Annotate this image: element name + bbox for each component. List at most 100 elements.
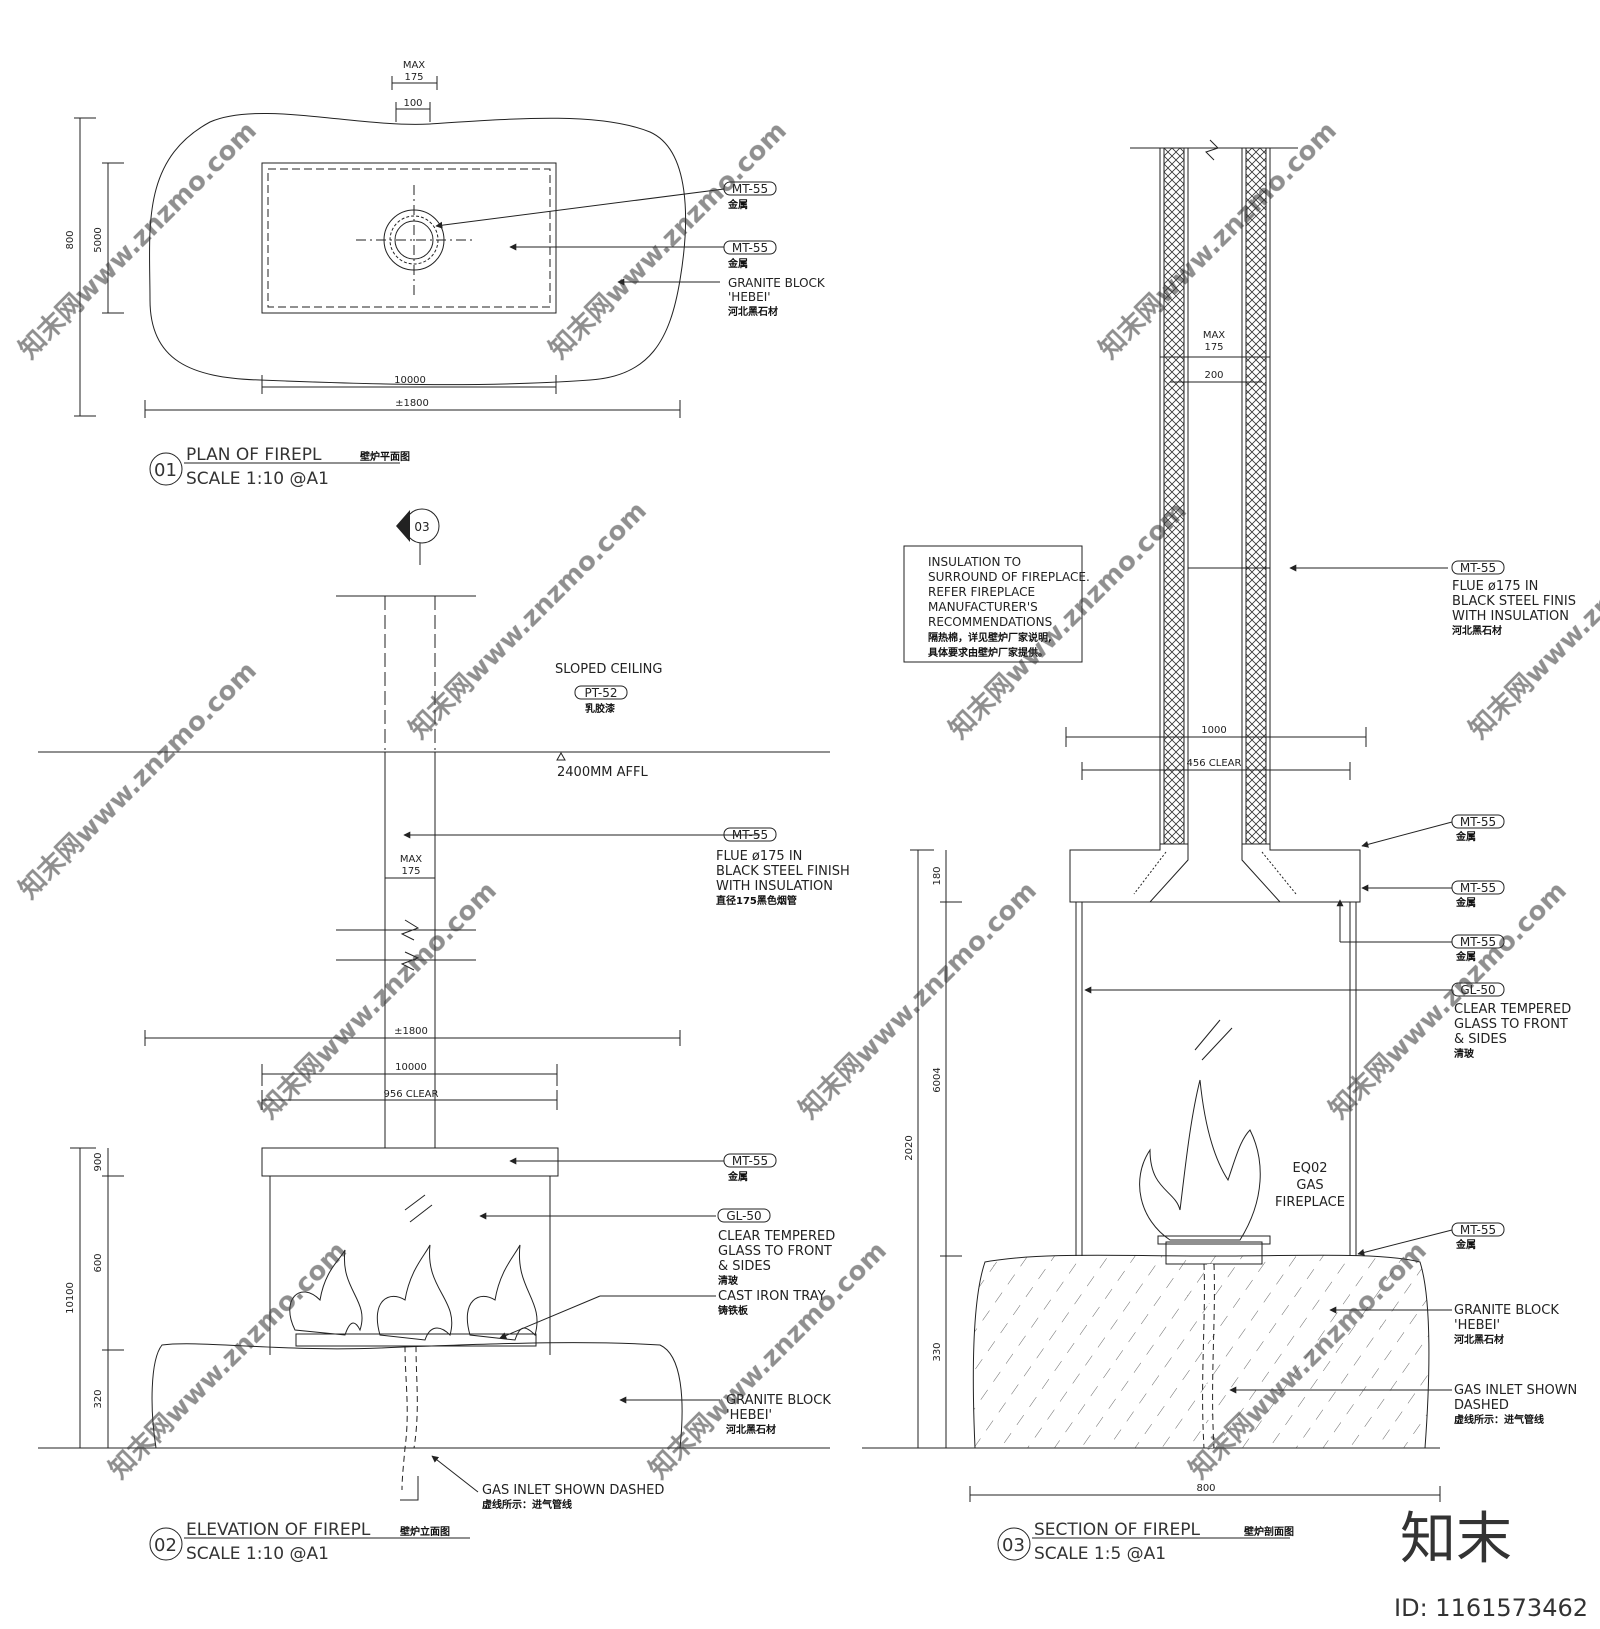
sect-tag-c: MT-55 <box>1460 935 1496 949</box>
elev-flue-2: BLACK STEEL FINISH <box>716 864 850 879</box>
sect-dim-left-a: 180 <box>932 866 943 885</box>
insulation-note-box <box>903 545 1083 663</box>
sect-flue-3: WITH INSULATION <box>1452 609 1569 624</box>
plan-scale: SCALE 1:10 @A1 <box>186 469 329 489</box>
sect-eq-1: EQ02 <box>1293 1161 1328 1176</box>
sect-scale: SCALE 1:5 @A1 <box>1034 1544 1166 1564</box>
flames-left <box>289 1249 363 1336</box>
sect-dim-left-c: 330 <box>932 1342 943 1361</box>
plan-dim-max-label: MAX <box>403 60 425 71</box>
elev-granite-1: GRANITE BLOCK <box>726 1393 831 1408</box>
elev-hood-tag: MT-55 <box>732 1154 768 1168</box>
elev-gas-cn: 虚线所示：进气管线 <box>482 1498 572 1511</box>
flames-center <box>376 1244 453 1341</box>
sect-note-1: INSULATION TO <box>928 555 1021 569</box>
granite-block-outline <box>149 113 687 386</box>
plan-dim-left-inner: 5000 <box>93 227 104 252</box>
elevation-hood <box>261 1147 559 1177</box>
sect-gas-cn: 虚线所示：进气管线 <box>1454 1413 1544 1426</box>
elevation-granite <box>151 1342 683 1449</box>
elev-view-num: 02 <box>154 1535 177 1556</box>
flue-left-insulation <box>1163 147 1185 845</box>
plan-tag-2-cn: 金属 <box>727 257 748 270</box>
brand-id: ID: 1161573462 <box>1394 1594 1588 1622</box>
elev-gas-1: GAS INLET SHOWN DASHED <box>482 1483 664 1498</box>
sect-eq-3: FIREPLACE <box>1275 1195 1345 1210</box>
sect-gas-2: DASHED <box>1454 1398 1509 1413</box>
sect-dim-1000: 1000 <box>1201 725 1226 736</box>
elev-dim-max-value: 175 <box>401 866 420 877</box>
sect-title: SECTION OF FIREPL <box>1034 1520 1200 1540</box>
flue-right-insulation <box>1245 147 1267 845</box>
sect-note-2: SURROUND OF FIREPLACE. <box>928 570 1090 584</box>
sect-view-num: 03 <box>1002 1535 1025 1556</box>
sect-granite-cn: 河北黑石材 <box>1454 1333 1504 1346</box>
sect-note-4: MANUFACTURER'S <box>928 600 1038 614</box>
elev-granite-cn: 河北黑石材 <box>726 1423 776 1436</box>
elevation-view <box>38 508 830 1561</box>
sect-note-5: RECOMMENDATIONS <box>928 615 1052 629</box>
elev-granite-2: 'HEBEI' <box>726 1408 772 1423</box>
watermark: 知末网www.znzmo.com <box>14 656 263 905</box>
plan-view-num: 01 <box>154 460 177 481</box>
elev-section-marker: 03 <box>414 520 429 534</box>
watermark: 知末网www.znzmo.com <box>404 496 653 745</box>
plan-view <box>74 76 725 486</box>
brand-logo: 知末 <box>1400 1507 1512 1572</box>
watermark: 知末网www.znzmo.com <box>1324 876 1573 1125</box>
elev-title: ELEVATION OF FIREPL <box>186 1520 371 1540</box>
elev-tray-1: CAST IRON TRAY <box>718 1289 826 1304</box>
watermark: 知末网www.znzmo.com <box>14 116 263 365</box>
elev-glass-3: & SIDES <box>718 1259 771 1274</box>
sect-tag-d-cn: 金属 <box>1455 1238 1476 1251</box>
sect-title-cn: 壁炉剖面图 <box>1244 1525 1294 1538</box>
elev-flue-cn: 直径175黑色烟管 <box>716 894 797 907</box>
elev-flue-3: WITH INSULATION <box>716 879 833 894</box>
sect-note-cn1: 隔热棉，详见壁炉厂家说明, <box>928 631 1052 644</box>
sect-flue-tag: MT-55 <box>1460 561 1496 575</box>
sect-dim-bottom: 800 <box>1196 1483 1215 1494</box>
elev-dim-left-a: 900 <box>93 1152 104 1171</box>
elev-flue-1: FLUE ø175 IN <box>716 849 802 864</box>
plan-dim-max-value: 175 <box>404 72 423 83</box>
plan-title: PLAN OF FIREPL <box>186 445 322 465</box>
sect-tag-b-cn: 金属 <box>1455 896 1476 909</box>
sect-flue-2: BLACK STEEL FINIS <box>1452 594 1576 609</box>
sect-tag-a: MT-55 <box>1460 815 1496 829</box>
elev-glass-1: CLEAR TEMPERED <box>718 1229 835 1244</box>
elev-glass-cn: 清玻 <box>718 1274 739 1287</box>
plan-dim-bottom-outer: ±1800 <box>395 398 429 409</box>
elev-dim-left-total: 10100 <box>65 1282 76 1314</box>
sect-note-cn2: 具体要求由壁炉厂家提供。 <box>927 646 1048 659</box>
elev-sloped-ceiling: SLOPED CEILING <box>555 662 662 677</box>
elev-glass-tag: GL-50 <box>726 1209 761 1223</box>
flames-right <box>466 1244 538 1341</box>
plan-dim-bottom-inner: 10000 <box>394 375 426 386</box>
sect-flue-1: FLUE ø175 IN <box>1452 579 1538 594</box>
sect-tag-a-cn: 金属 <box>1455 830 1476 843</box>
section-hood <box>1069 843 1189 903</box>
elev-pt-cn: 乳胶漆 <box>585 702 615 715</box>
sect-dim-clear: 456 CLEAR <box>1187 758 1242 769</box>
watermark: 知末网www.znzmo.com <box>1094 116 1343 365</box>
sect-eq-2: GAS <box>1296 1178 1323 1193</box>
elev-tray-cn: 铸铁板 <box>718 1304 749 1317</box>
fireplace-hood-plan <box>261 162 557 314</box>
elev-title-cn: 壁炉立面图 <box>400 1525 450 1538</box>
elev-hood-cn: 金属 <box>727 1170 748 1183</box>
sect-dim-200: 200 <box>1204 370 1223 381</box>
sect-glass-3: & SIDES <box>1454 1032 1507 1047</box>
sect-glass-cn: 清玻 <box>1454 1047 1475 1060</box>
elev-scale: SCALE 1:10 @A1 <box>186 1544 329 1564</box>
sect-dim-left-total: 2020 <box>904 1135 915 1160</box>
section-view <box>862 139 1453 1561</box>
sect-glass-tag: GL-50 <box>1460 983 1495 997</box>
sect-dim-left-b: 6004 <box>932 1067 943 1092</box>
sect-tag-b: MT-55 <box>1460 881 1496 895</box>
plan-tag-1: MT-55 <box>732 182 768 196</box>
sect-granite-2: 'HEBEI' <box>1454 1318 1500 1333</box>
plan-title-cn: 壁炉平面图 <box>360 450 410 463</box>
sect-glass-2: GLASS TO FRONT <box>1454 1017 1568 1032</box>
sect-gas-1: GAS INLET SHOWN <box>1454 1383 1577 1398</box>
